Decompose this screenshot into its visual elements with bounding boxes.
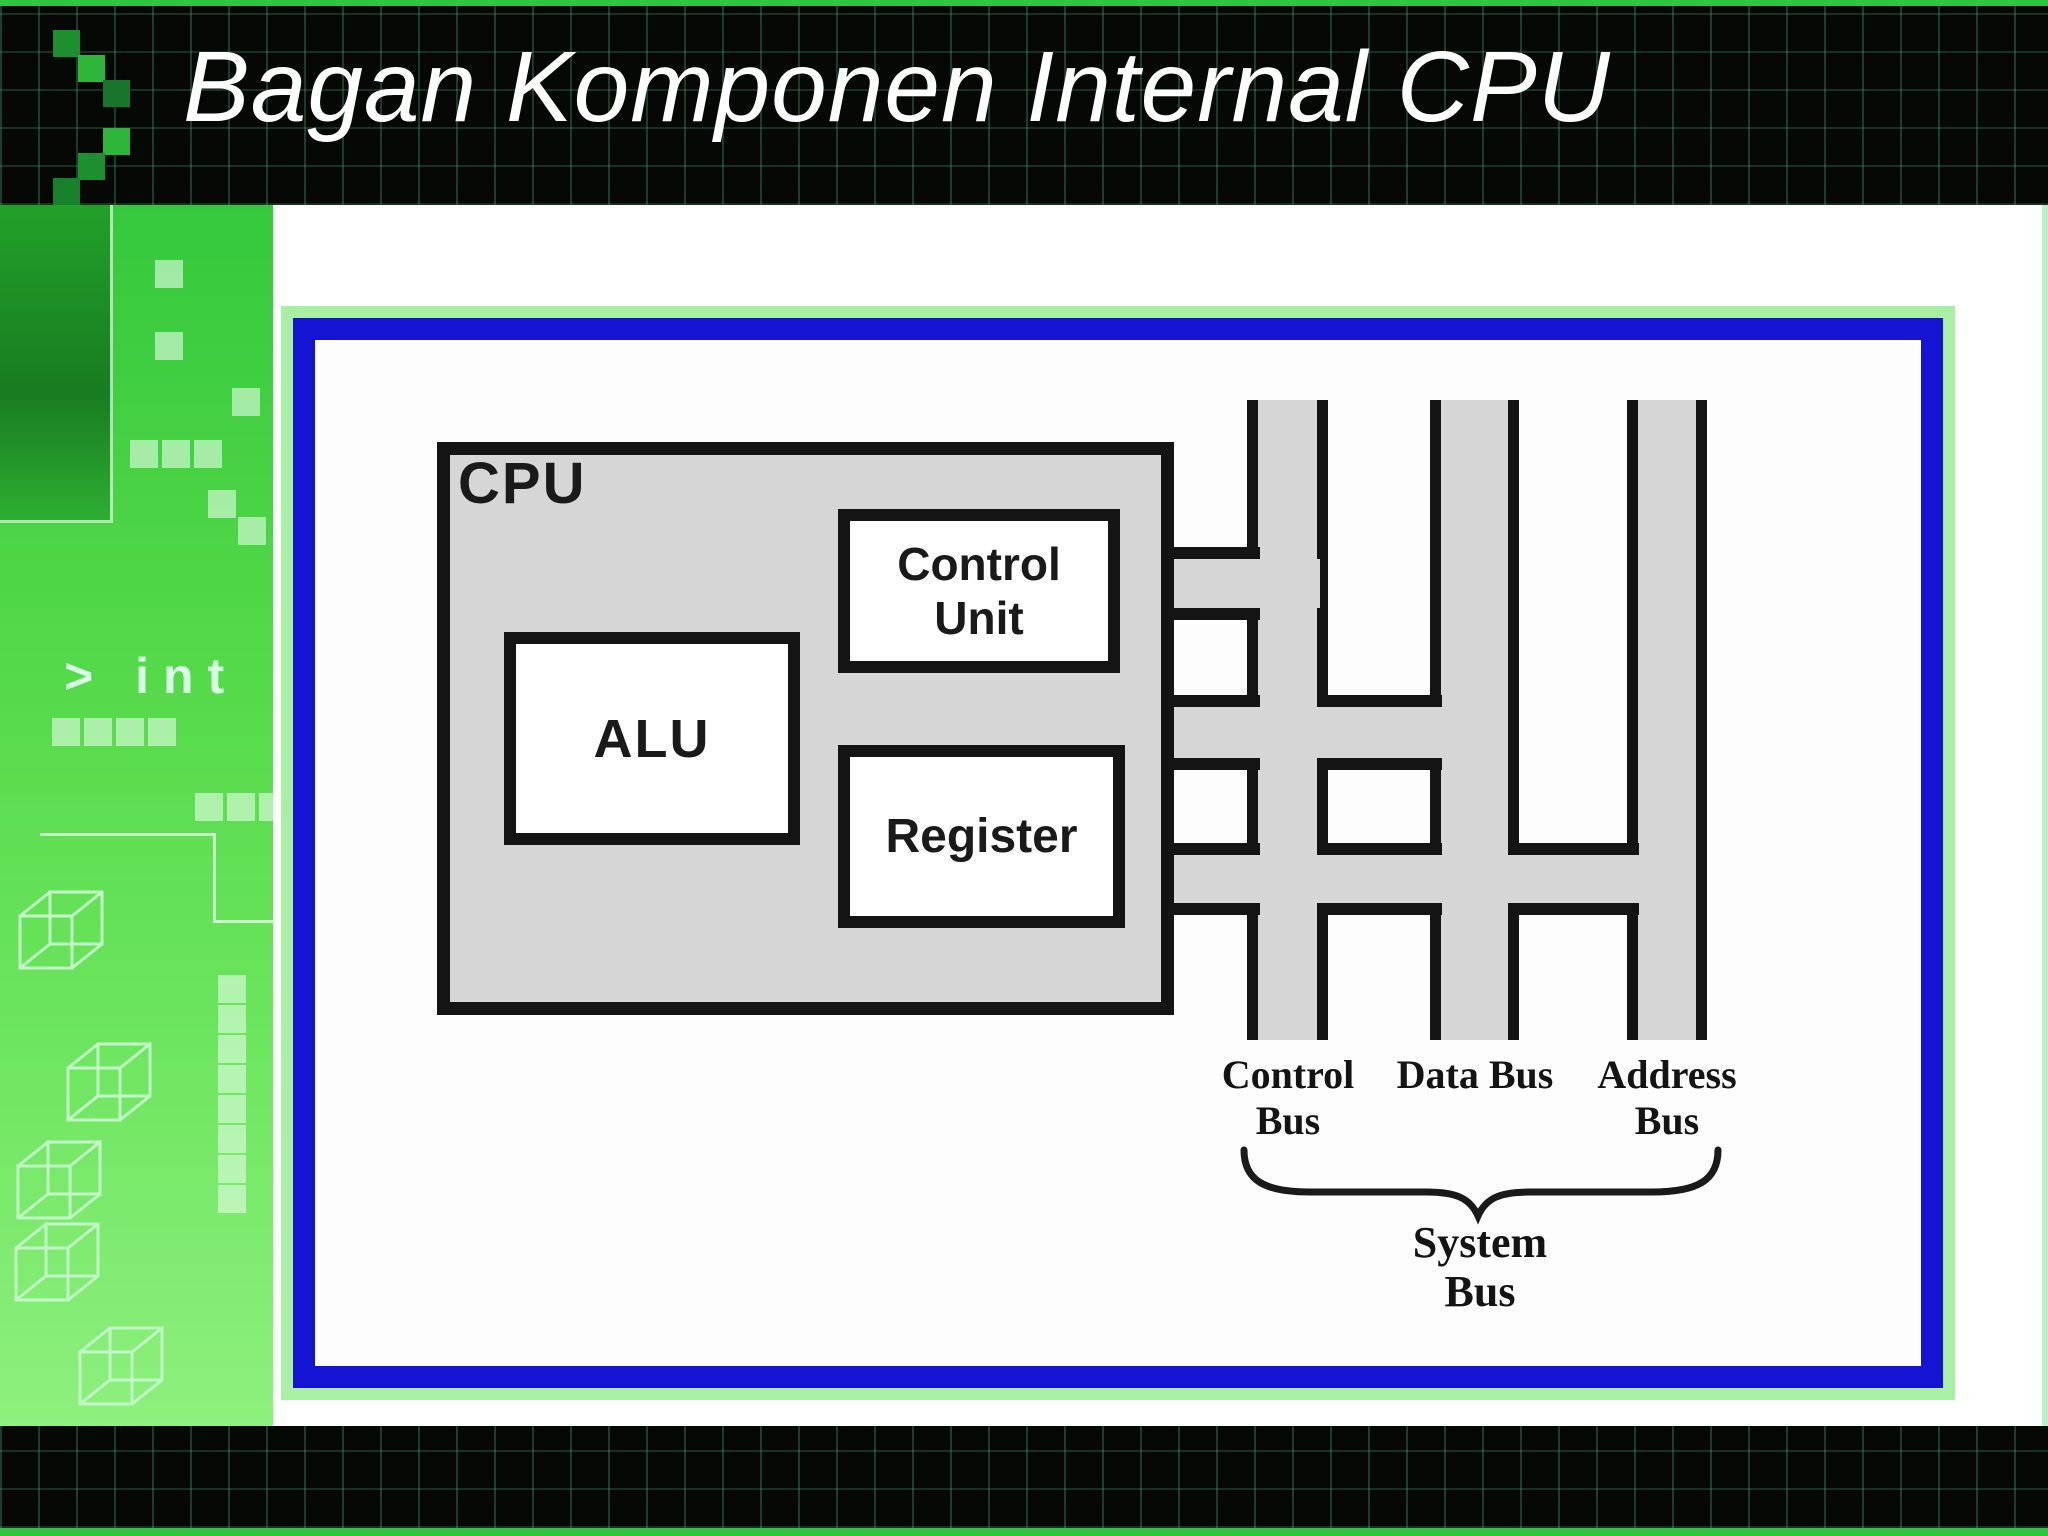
- bus-connector-edge: [1319, 758, 1442, 770]
- bus-connector-edge: [1165, 608, 1260, 620]
- slide-title: Bagan Komponen Internal CPU: [183, 31, 1611, 143]
- chevron-decoration-icon: [103, 80, 130, 107]
- register-label: Register: [885, 810, 1078, 863]
- control-unit-box: Control Unit: [838, 509, 1120, 673]
- cpu-label: CPU: [458, 451, 587, 516]
- pixel-square: [208, 490, 236, 518]
- top-grid-band: Bagan Komponen Internal CPU: [0, 0, 2048, 205]
- pixel-square: [218, 1005, 246, 1033]
- alu-label: ALU: [593, 708, 711, 769]
- terminal-prompt-text: > int: [64, 648, 239, 704]
- cube-icon: [78, 1326, 164, 1406]
- chevron-decoration-icon: [78, 153, 105, 180]
- pixel-square: [218, 1185, 246, 1213]
- slide-top-edge: [0, 0, 2048, 6]
- bottom-grid-band: [0, 1426, 2048, 1528]
- alu-box: ALU: [504, 632, 800, 845]
- circuit-line: [40, 833, 216, 836]
- slide-bottom-edge: [0, 1528, 2048, 1536]
- bus-connector-edge: [1165, 843, 1260, 855]
- sidebar-dark-block: [0, 205, 113, 523]
- data-bus-label: Data Bus: [1396, 1052, 1554, 1097]
- sidebar-decoration: > int: [0, 205, 273, 1426]
- pixel-square: [238, 517, 266, 545]
- pixel-square: [162, 440, 190, 468]
- cube-icon: [18, 890, 104, 970]
- pixel-square: [218, 1155, 246, 1183]
- bus-connector-edge: [1165, 695, 1260, 707]
- register-box: Register: [838, 745, 1125, 928]
- pixel-square: [155, 260, 183, 288]
- pixel-square: [155, 332, 183, 360]
- pixel-square: [218, 1095, 246, 1123]
- pixel-square: [218, 1065, 246, 1093]
- chevron-decoration-icon: [78, 55, 105, 82]
- bus-connector-edge: [1319, 843, 1442, 855]
- cube-icon: [14, 1222, 100, 1302]
- pixel-square: [116, 718, 144, 746]
- bus-connector-edge: [1319, 695, 1442, 707]
- pixel-square: [84, 718, 112, 746]
- pixel-square: [218, 975, 246, 1003]
- pixel-square: [194, 440, 222, 468]
- system-bus-label: System Bus: [1412, 1218, 1548, 1317]
- pixel-square: [148, 718, 176, 746]
- pixel-square: [218, 1035, 246, 1063]
- pixel-square: [259, 793, 273, 821]
- cube-icon: [66, 1042, 152, 1122]
- system-bus-brace: [1240, 1146, 1722, 1225]
- pixel-square: [52, 718, 80, 746]
- bus-connector: [1165, 855, 1695, 903]
- control-unit-label: Control Unit: [897, 537, 1061, 644]
- bus-connector-edge: [1165, 903, 1260, 915]
- circuit-line: [213, 920, 273, 923]
- control-bus-label: Control Bus: [1221, 1052, 1355, 1143]
- pixel-square: [195, 793, 223, 821]
- circuit-line: [213, 833, 216, 923]
- bus-connector-edge: [1510, 843, 1639, 855]
- bus-connector-edge: [1510, 903, 1639, 915]
- cube-icon: [16, 1140, 102, 1220]
- pixel-square: [227, 793, 255, 821]
- bus-connector-edge: [1165, 547, 1260, 559]
- bus-connector-edge: [1319, 903, 1442, 915]
- chevron-decoration-icon: [103, 128, 130, 155]
- pixel-square: [130, 440, 158, 468]
- chevron-decoration-icon: [53, 30, 80, 57]
- pixel-square: [218, 1125, 246, 1153]
- slide-right-edge: [2042, 0, 2048, 1536]
- bus-connector-edge: [1165, 758, 1260, 770]
- address-bus-bar: [1627, 400, 1707, 1040]
- chevron-decoration-icon: [53, 178, 80, 205]
- pixel-square: [232, 388, 260, 416]
- bus-connector: [1165, 559, 1320, 608]
- address-bus-label: Address Bus: [1597, 1052, 1737, 1143]
- bus-connector: [1165, 707, 1500, 758]
